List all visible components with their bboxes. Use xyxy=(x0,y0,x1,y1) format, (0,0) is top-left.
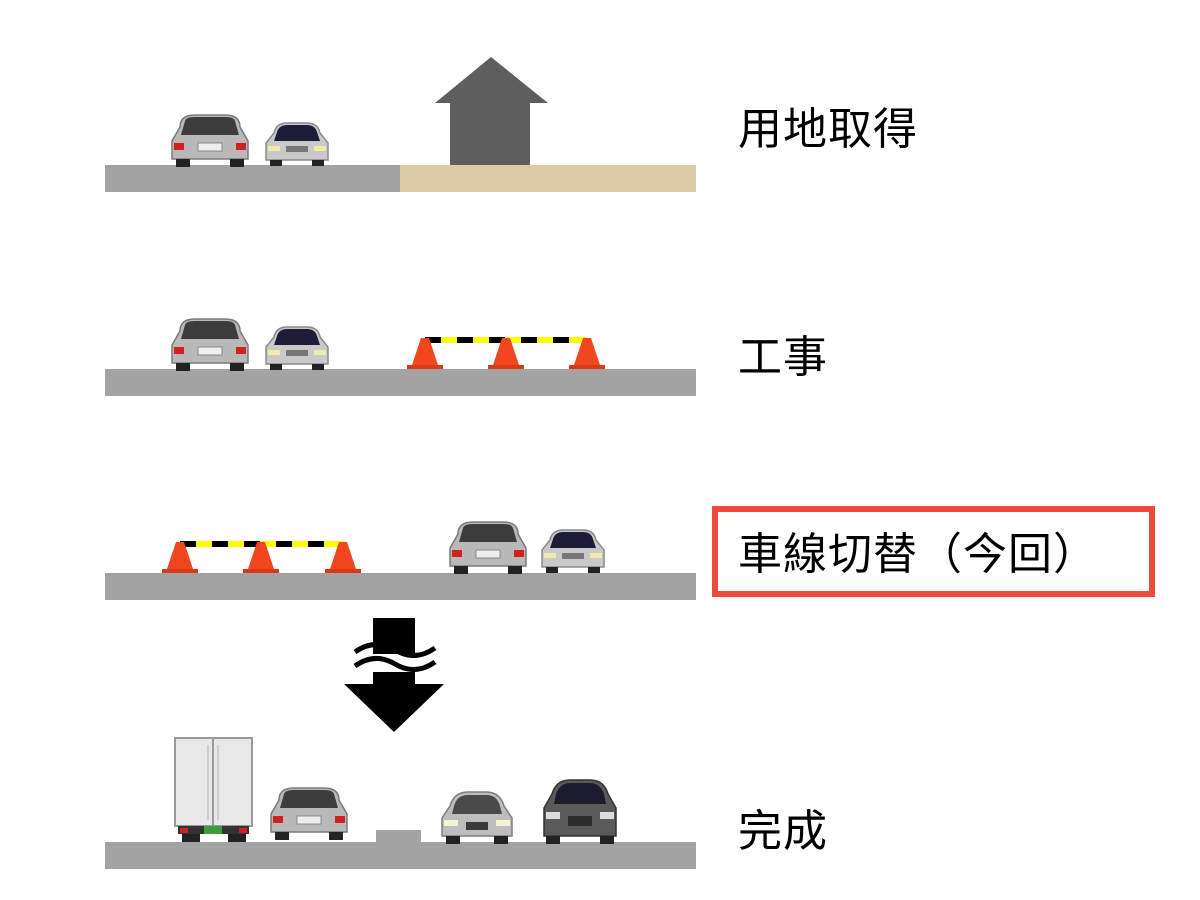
car-rear-icon xyxy=(171,114,249,168)
stage-label-construction: 工事 xyxy=(738,332,828,383)
house-arrow-icon xyxy=(435,57,548,165)
stage-3-diagram xyxy=(105,521,696,600)
car-front-icon xyxy=(265,122,329,167)
car-rear-icon xyxy=(449,521,527,575)
down-arrow-icon xyxy=(344,618,444,732)
road xyxy=(105,369,696,396)
car-front-icon xyxy=(265,326,329,371)
stage-label-lane-switch: 車線切替（今回） xyxy=(738,529,1098,580)
stage-label-land-acquisition: 用地取得 xyxy=(738,104,918,155)
stage-label-completion: 完成 xyxy=(738,806,828,857)
road xyxy=(105,842,696,869)
stage-4-diagram xyxy=(105,737,696,869)
median xyxy=(376,830,421,842)
car-rear-icon xyxy=(171,318,249,372)
stage-1-diagram xyxy=(105,57,696,192)
acquired-land xyxy=(400,165,696,192)
current-stage-highlight xyxy=(712,506,1155,597)
car-front-icon xyxy=(543,779,617,845)
truck-rear-icon xyxy=(174,737,253,842)
car-front-icon xyxy=(441,791,513,845)
road xyxy=(105,573,696,600)
road xyxy=(105,165,400,192)
stage-2-diagram xyxy=(105,318,696,396)
car-rear-icon xyxy=(270,787,348,841)
car-front-icon xyxy=(541,529,605,574)
